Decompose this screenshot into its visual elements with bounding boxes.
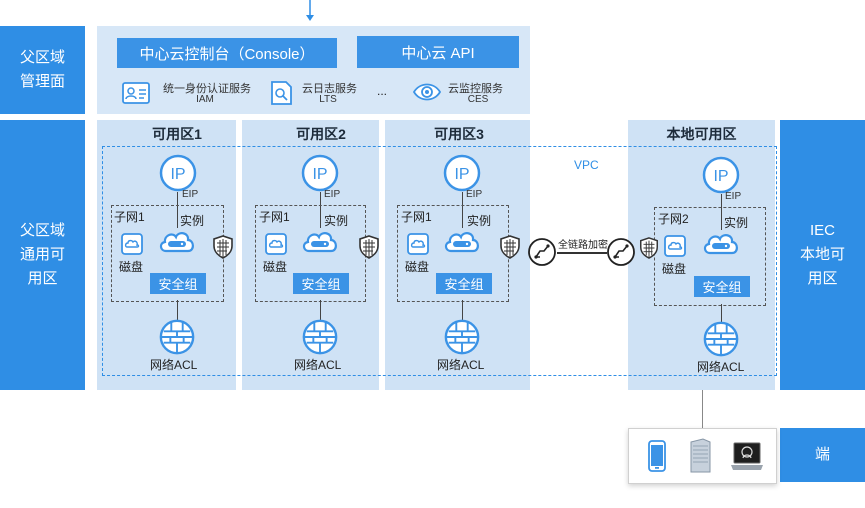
disk-label: 磁盘 (119, 260, 144, 274)
end-connector (702, 390, 703, 428)
firewall-icon (301, 318, 339, 356)
ip-text (160, 157, 196, 187)
lts-name: 云日志服务 (302, 83, 357, 95)
subnet-label: 子网1 (114, 210, 145, 224)
instance-label: 实例 (724, 216, 749, 230)
iam-name: 统一身份认证服务 (163, 83, 251, 95)
disk-icon (406, 232, 430, 256)
instance-cloud-icon (442, 226, 482, 256)
security-group: 安全组 (694, 276, 750, 297)
disk-icon (120, 232, 144, 256)
eip-icon (300, 153, 340, 193)
label-end: 端 (780, 428, 865, 482)
firewall-icon (702, 320, 740, 358)
vpc-boundary (102, 146, 777, 376)
eye-icon (412, 83, 442, 101)
acl-connector (320, 300, 321, 320)
ces-name: 云监控服务 (448, 83, 503, 95)
instance-cloud-icon (300, 226, 340, 256)
id-card-icon (122, 82, 150, 104)
encrypted-link-line (557, 252, 607, 254)
label-parent-mgmt: 父区域管理面 (0, 26, 85, 114)
iam-code: IAM (196, 94, 214, 105)
acl-label: 网络ACL (697, 360, 745, 374)
zone-1-title: 可用区1 (152, 126, 202, 142)
instance-label: 实例 (467, 214, 492, 228)
shield-icon (211, 234, 235, 260)
shield-icon (357, 234, 381, 260)
firewall-icon (158, 318, 196, 356)
firewall-icon (443, 318, 481, 356)
eip-icon (442, 153, 482, 193)
instance-label: 实例 (324, 214, 349, 228)
server-icon (690, 438, 711, 473)
link-node-right-icon (606, 237, 636, 267)
label-parent-general: 父区域通用可用区 (0, 120, 85, 390)
eip-icon (701, 155, 741, 195)
encrypted-link-label: 全链路加密 (558, 240, 608, 251)
instance-cloud-icon (701, 228, 741, 258)
acl-connector (177, 300, 178, 320)
log-search-icon (271, 81, 292, 105)
subnet-label: 子网1 (259, 210, 290, 224)
eip-label: EIP (466, 189, 483, 200)
disk-label: 磁盘 (662, 262, 687, 276)
phone-icon (648, 440, 666, 472)
vpc-label: VPC (574, 158, 599, 172)
lts-code: LTS (319, 94, 337, 105)
eip-label: EIP (725, 191, 742, 202)
acl-label: 网络ACL (150, 358, 198, 372)
disk-label: 磁盘 (405, 260, 430, 274)
api-button[interactable]: 中心云 API (357, 36, 519, 68)
acl-connector (721, 304, 722, 322)
acl-label: 网络ACL (437, 358, 485, 372)
console-button[interactable]: 中心云控制台（Console） (117, 38, 337, 68)
subnet-label: 子网1 (401, 210, 432, 224)
acl-label: 网络ACL (294, 358, 342, 372)
eip-connector (721, 194, 722, 230)
zone-2-title: 可用区2 (296, 126, 346, 142)
local-zone-title: 本地可用区 (666, 126, 737, 142)
more-ellipsis: ... (377, 84, 388, 98)
subnet-label: 子网2 (658, 212, 689, 226)
laptop-icon (731, 442, 763, 470)
acl-connector (462, 300, 463, 320)
security-group: 安全组 (436, 273, 492, 294)
disk-icon (663, 234, 687, 258)
instance-cloud-icon (157, 226, 197, 256)
shield-icon (638, 236, 660, 260)
zone-3-title: 可用区3 (434, 126, 484, 142)
eip-connector (320, 192, 321, 228)
instance-label: 实例 (180, 214, 205, 228)
ces-code: CES (467, 94, 489, 105)
eip-label: EIP (324, 189, 341, 200)
link-node-left-icon (527, 237, 557, 267)
shield-icon (498, 234, 522, 260)
subnet-box (654, 207, 766, 306)
eip-label: EIP (182, 189, 199, 200)
disk-label: 磁盘 (263, 260, 288, 274)
security-group: 安全组 (150, 273, 206, 294)
security-group: 安全组 (293, 273, 349, 294)
eip-connector (177, 192, 178, 228)
eip-connector (462, 192, 463, 228)
top-arrow (306, 0, 314, 21)
disk-icon (264, 232, 288, 256)
